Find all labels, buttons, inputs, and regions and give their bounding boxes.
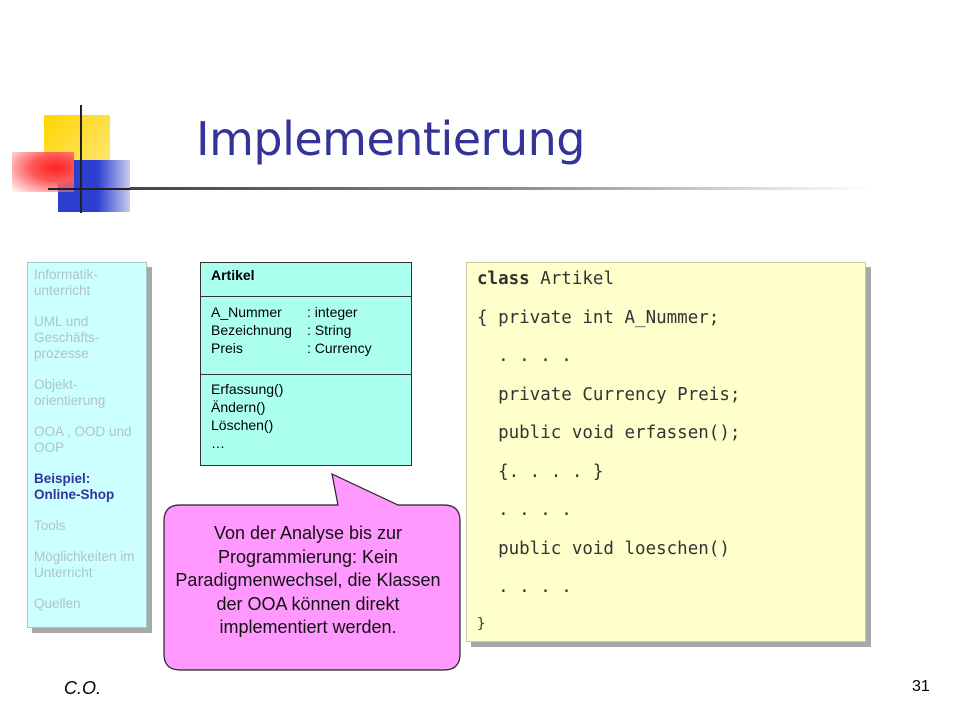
code-line: public void loeschen() [477,538,730,559]
footer-author: C.O. [64,678,102,698]
logo-vertical-line [80,105,82,213]
title-underline [130,187,870,190]
uml-attribute-type: : Currency [307,340,372,356]
uml-operation: Erfassung() [211,381,284,397]
code-listing: class Artikel { private int A_Nummer; . … [466,262,866,642]
code-line: . . . . [477,346,572,366]
code-line: private Currency Preis; [477,384,741,405]
code-line: {. . . . } [477,461,604,482]
uml-attribute-type: : String [307,322,352,338]
uml-attribute-name: Preis [211,340,243,356]
uml-operation: Ändern() [211,399,266,415]
uml-attribute-name: A_Nummer [211,304,282,320]
uml-operation: Löschen() [211,417,274,433]
page-number: 31 [912,678,930,695]
code-line: public void erfassen(); [477,423,741,443]
slide-title: Implementierung [196,112,585,166]
uml-class-name: Artikel [201,263,411,297]
logo-horizontal-line [48,188,140,190]
speech-bubble-shape [163,472,461,671]
speech-bubble [162,468,462,673]
uml-operation: … [211,435,225,451]
sidebar-item-tools[interactable]: Tools [34,518,66,533]
code-line: . . . . [477,577,572,597]
sidebar-item-quellen[interactable]: Quellen [34,596,81,611]
code-keyword: class [477,269,530,289]
uml-operations: Erfassung() Ändern() Löschen() … [201,375,411,457]
uml-attribute-name: Bezeichnung [211,322,292,338]
sidebar-item-moeglichkeiten[interactable]: Möglichkeiten im Unterricht [34,549,135,580]
code-line: class Artikel [477,269,855,308]
code-text: Artikel [529,269,614,289]
uml-attribute: A_Nummer : integer [211,303,401,321]
code-line: . . . . [477,500,572,520]
code-line: { private int A_Nummer; [477,307,720,328]
sidebar-item-online-shop[interactable]: Beispiel: Online-Shop [34,471,115,502]
code-closing-brace: } [477,615,486,632]
uml-attribute: Preis : Currency [211,339,401,357]
sidebar-item-uml[interactable]: UML und Geschäfts-prozesse [34,314,100,361]
uml-class-box: Artikel A_Nummer : integer Bezeichnung : S… [200,262,412,466]
speech-bubble-text: Von der Analyse bis zur Programmierung: … [175,523,441,637]
sidebar-item-ooa-ood-oop[interactable]: OOA , OOD und OOP [34,424,132,455]
uml-attribute: Bezeichnung : String [211,321,401,339]
sidebar-navigation: Informatik-unterricht UML und Geschäfts-… [27,262,147,628]
logo-graphic [0,0,140,220]
logo-red-square [12,152,74,192]
sidebar-item-informatikunterricht[interactable]: Informatik-unterricht [34,267,98,298]
sidebar-item-objektorientierung[interactable]: Objekt-orientierung [34,377,106,408]
uml-attribute-type: : integer [307,304,358,320]
uml-attributes: A_Nummer : integer Bezeichnung : String Pr… [201,297,411,375]
